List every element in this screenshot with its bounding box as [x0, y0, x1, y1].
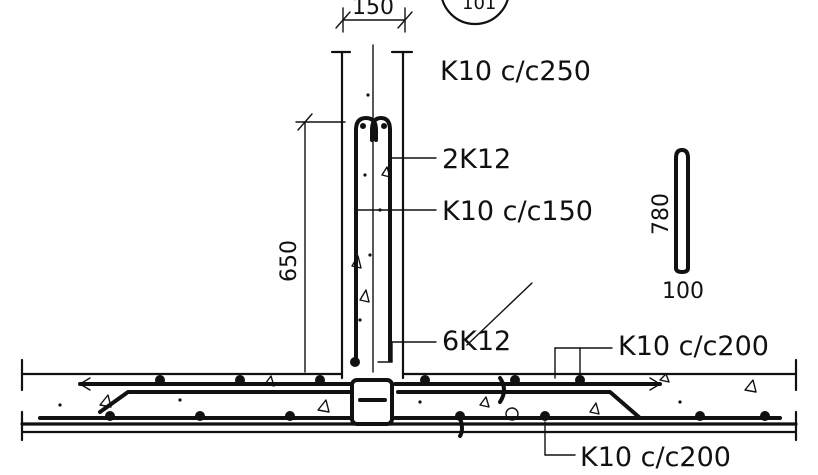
wall-vertical-label: K10 c/c150: [442, 196, 593, 227]
wall-base-bars-label: 6K12: [442, 326, 511, 357]
leader-lines: [355, 157, 613, 456]
wall-thickness-label: 150: [352, 0, 394, 20]
slab-aggregate-marks: [58, 373, 757, 415]
wall-horizontal-label: K10 c/c250: [440, 56, 591, 87]
slab-centre-details: [458, 376, 519, 438]
section-reference-label: 101: [462, 0, 496, 14]
wall-height-label: 650: [277, 240, 302, 282]
wall-thickness-dimension: 150: [335, 0, 413, 33]
slab-top-dots: [155, 357, 585, 385]
joint-stirrup: [350, 378, 394, 426]
bar-shape-detail: 780 100: [649, 148, 704, 304]
break-line: [466, 282, 533, 346]
bar-length-label: 780: [649, 193, 674, 235]
wall-aggregate-marks: [351, 93, 391, 322]
slab-top-label: K10 c/c200: [618, 331, 769, 362]
wall-height-dimension: 650: [277, 113, 346, 373]
wall-top-bars-label: 2K12: [442, 144, 511, 175]
hook-length-label: 100: [662, 279, 704, 304]
wall-outline: [330, 44, 414, 380]
slab-top-bars: [78, 377, 662, 420]
slab-outline: [20, 358, 798, 442]
slab-bottom-bars: [38, 411, 782, 421]
slab-bottom-label: K10 c/c200: [580, 442, 731, 473]
section-reference-circle: 101: [441, 0, 509, 26]
wall-u-bars: [354, 116, 392, 362]
